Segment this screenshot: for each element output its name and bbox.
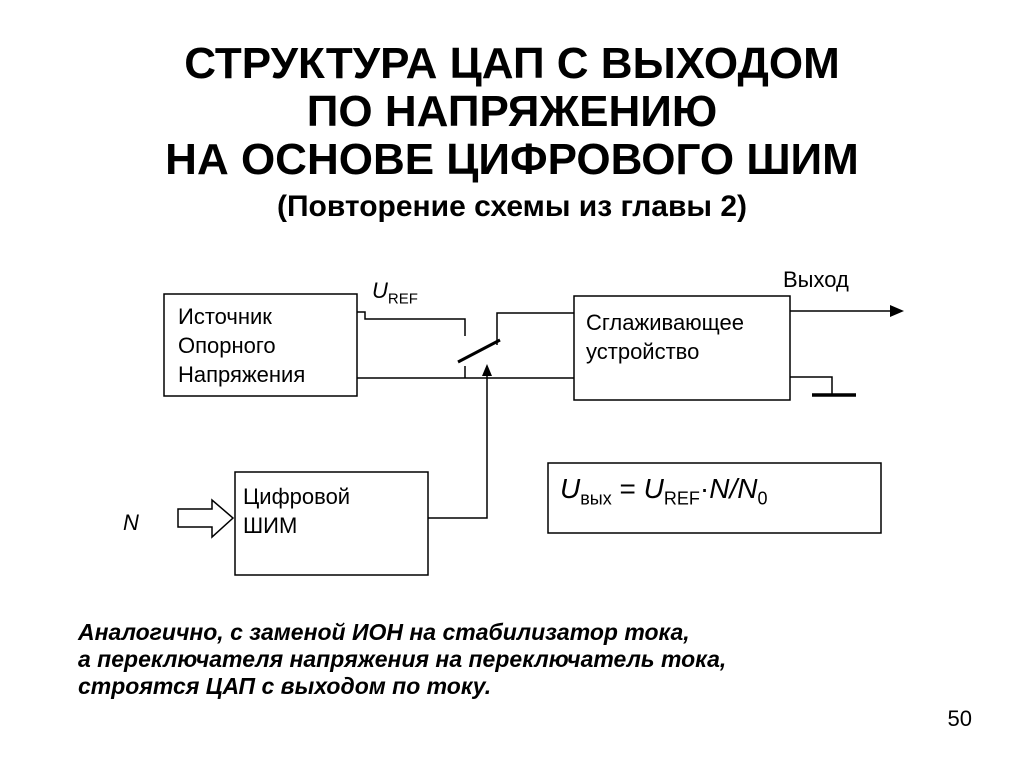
formula-equals: = <box>611 473 644 504</box>
input-n-label: N <box>123 510 139 535</box>
formula-u-out: U <box>560 473 581 504</box>
output-arrow-head <box>890 305 904 317</box>
reference-source-line-3: Напряжения <box>178 362 306 387</box>
formula-sub-ref: REF <box>663 488 700 509</box>
formula-dot: · <box>699 473 710 504</box>
page-number: 50 <box>947 706 972 731</box>
digital-pwm-label: Цифровой ШИМ <box>243 482 350 540</box>
reference-source-line-1: Источник <box>178 304 272 329</box>
footnote-line-3: строятся ЦАП с выходом по току. <box>78 673 492 699</box>
pwm-control-wire <box>428 372 488 519</box>
smoothing-device-line-1: Сглаживающее <box>586 310 745 335</box>
control-arrow-head <box>482 364 492 376</box>
page-title-line-2: ПО НАПРЯЖЕНИЮ <box>306 87 718 136</box>
smoothing-device-block <box>573 295 791 401</box>
digital-pwm-line-1: Цифровой <box>243 484 351 509</box>
footnote-line-1: Аналогично, с заменой ИОН на стабилизато… <box>78 619 690 645</box>
smoothing-device-label: Сглаживающее устройство <box>586 308 744 366</box>
input-arrow-icon <box>177 498 235 539</box>
formula-n: N <box>709 473 730 504</box>
digital-pwm-line-2: ШИМ <box>243 513 298 538</box>
ground-lead <box>790 376 833 394</box>
uref-u: U <box>372 278 388 303</box>
uref-label: UREF <box>372 276 418 313</box>
output-label: Выход <box>783 267 849 292</box>
switch-arm <box>457 338 501 364</box>
reference-source-label: Источник Опорного Напряжения <box>178 302 305 389</box>
uref-sub: REF <box>387 290 418 308</box>
formula-sub-out: вых <box>580 488 612 509</box>
digital-pwm-block <box>234 471 429 576</box>
switch-output-wire <box>496 312 574 345</box>
page-title-line-3: НА ОСНОВЕ ЦИФРОВОГО ШИМ <box>165 135 859 184</box>
formula-slash: / <box>729 473 738 504</box>
reference-source-line-2: Опорного <box>178 333 276 358</box>
formula-u-ref: U <box>643 473 664 504</box>
formula-n0: N <box>737 473 758 504</box>
smoothing-device-line-2: устройство <box>586 339 700 364</box>
formula-sub-zero: 0 <box>757 488 768 509</box>
footnote: Аналогично, с заменой ИОН на стабилизато… <box>78 619 726 700</box>
page-subtitle: (Повторение схемы из главы 2) <box>276 190 748 223</box>
reference-source-block <box>163 293 358 397</box>
transfer-formula: Uвых = UREF·N/N0 <box>560 473 767 510</box>
footnote-line-2: а переключателя напряжения на переключат… <box>78 646 727 672</box>
page-title-line-1: СТРУКТУРА ЦАП С ВЫХОДОМ <box>184 39 840 88</box>
formula-box <box>547 462 882 534</box>
uref-wire <box>357 311 466 336</box>
